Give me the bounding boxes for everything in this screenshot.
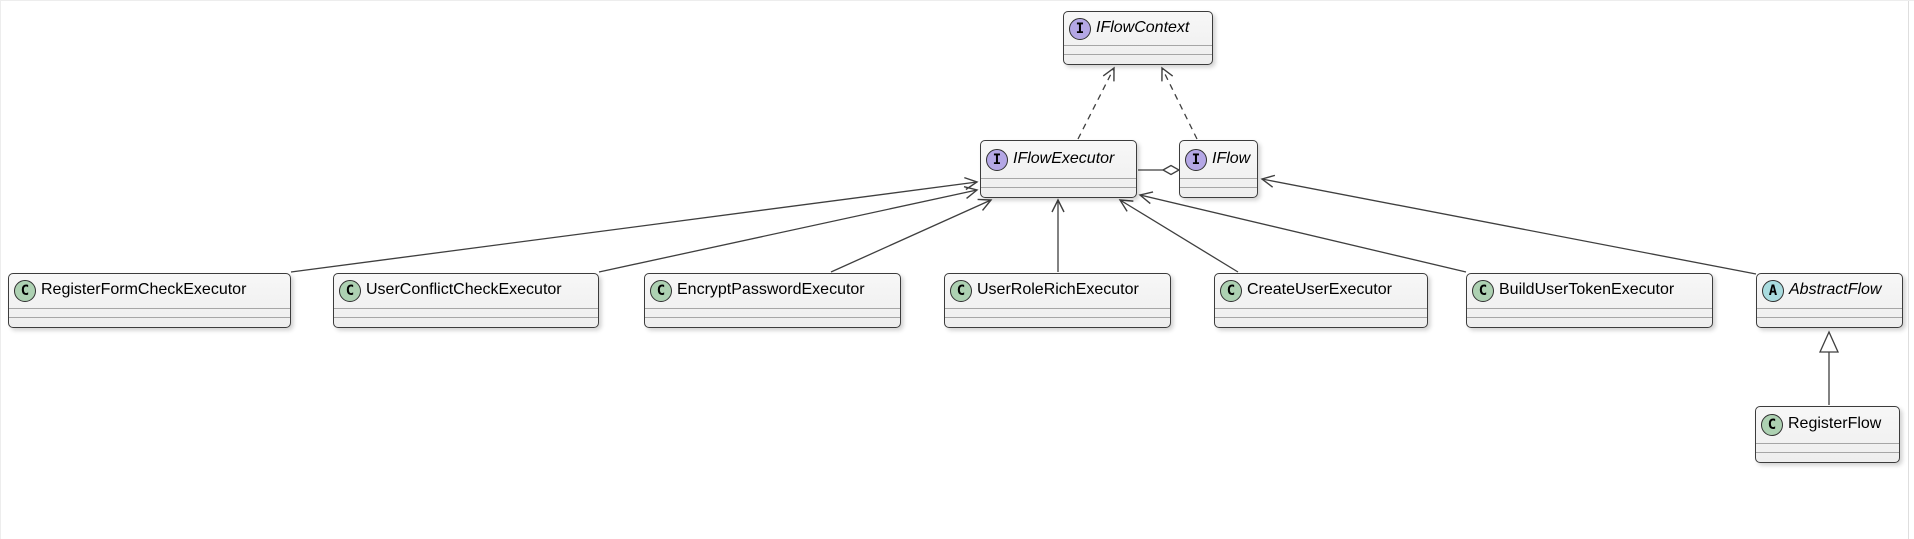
edge-iflow-to-iflowcontext xyxy=(1161,66,1198,140)
class-icon: C xyxy=(1761,414,1783,436)
edge-createuserexecutor-to-iflowexecutor xyxy=(1118,199,1239,273)
methods-compartment xyxy=(1064,54,1212,63)
fields-compartment xyxy=(1180,178,1257,187)
edge-userconflictcheckexecutor-to-iflowexecutor xyxy=(598,186,979,273)
fields-compartment xyxy=(1467,308,1712,317)
interface-icon: I xyxy=(986,148,1008,171)
abstract-icon: A xyxy=(1762,280,1784,302)
fields-compartment xyxy=(9,308,290,317)
node-title: EncryptPasswordExecutor xyxy=(677,281,865,298)
uml-node-iflowcontext: I IFlowContext xyxy=(1063,11,1213,65)
edge-registerformcheckexecutor-to-iflowexecutor xyxy=(290,176,979,273)
node-title: UserRoleRichExecutor xyxy=(977,281,1139,298)
methods-compartment xyxy=(645,317,900,326)
methods-compartment xyxy=(1467,317,1712,326)
fields-compartment xyxy=(1756,443,1899,452)
methods-compartment xyxy=(1180,187,1257,196)
diamond-head-aggregation xyxy=(1161,164,1181,176)
edge-abstractflow-to-iflow xyxy=(1260,174,1757,275)
fields-compartment xyxy=(981,178,1136,187)
node-title: RegisterFormCheckExecutor xyxy=(41,281,247,298)
node-header: C CreateUserExecutor xyxy=(1215,274,1427,308)
node-header: C RegisterFormCheckExecutor xyxy=(9,274,290,308)
edge-buildusertokenexecutor-to-iflowexecutor xyxy=(1138,191,1467,273)
edge-encryptpasswordexecutor-to-iflowexecutor xyxy=(830,198,993,273)
node-header: A AbstractFlow xyxy=(1757,274,1902,308)
uml-node-userconflictcheckexecutor: C UserConflictCheckExecutor xyxy=(333,273,599,328)
triangle-head-generalization xyxy=(1818,330,1840,353)
uml-node-encryptpasswordexecutor: C EncryptPasswordExecutor xyxy=(644,273,901,328)
interface-icon: I xyxy=(1069,17,1091,40)
methods-compartment xyxy=(9,317,290,326)
node-title: BuildUserTokenExecutor xyxy=(1499,281,1675,298)
node-header: C RegisterFlow xyxy=(1756,407,1899,443)
node-header: C BuildUserTokenExecutor xyxy=(1467,274,1712,308)
methods-compartment xyxy=(334,317,598,326)
methods-compartment xyxy=(1757,317,1902,326)
uml-node-abstractflow: A AbstractFlow xyxy=(1756,273,1903,328)
class-icon: C xyxy=(950,280,972,302)
node-title: UserConflictCheckExecutor xyxy=(366,281,562,298)
uml-node-registerformcheckexecutor: C RegisterFormCheckExecutor xyxy=(8,273,291,328)
class-icon: C xyxy=(14,280,36,302)
fields-compartment xyxy=(1757,308,1902,317)
uml-node-createuserexecutor: C CreateUserExecutor xyxy=(1214,273,1428,328)
node-title: AbstractFlow xyxy=(1789,281,1882,298)
edge-iflowexecutor-to-iflowcontext xyxy=(1077,66,1115,140)
node-title: RegisterFlow xyxy=(1788,415,1882,432)
node-header: I IFlowExecutor xyxy=(981,141,1136,178)
fields-compartment xyxy=(1064,45,1212,54)
fields-compartment xyxy=(945,308,1170,317)
methods-compartment xyxy=(945,317,1170,326)
right-edge-rule xyxy=(1908,1,1909,539)
methods-compartment xyxy=(1215,317,1427,326)
node-header: C EncryptPasswordExecutor xyxy=(645,274,900,308)
fields-compartment xyxy=(1215,308,1427,317)
class-icon: C xyxy=(1220,280,1242,302)
class-icon: C xyxy=(650,280,672,302)
methods-compartment xyxy=(1756,452,1899,461)
uml-node-userrolerichexecutor: C UserRoleRichExecutor xyxy=(944,273,1171,328)
interface-icon: I xyxy=(1185,148,1207,171)
node-title: IFlowExecutor xyxy=(1013,149,1115,167)
node-header: I IFlowContext xyxy=(1064,12,1212,45)
class-icon: C xyxy=(339,280,361,302)
class-icon: C xyxy=(1472,280,1494,302)
node-header: C UserRoleRichExecutor xyxy=(945,274,1170,308)
node-header: C UserConflictCheckExecutor xyxy=(334,274,598,308)
methods-compartment xyxy=(981,187,1136,196)
uml-node-iflowexecutor: I IFlowExecutor xyxy=(980,140,1137,198)
node-title: CreateUserExecutor xyxy=(1247,281,1392,298)
fields-compartment xyxy=(334,308,598,317)
node-title: IFlow xyxy=(1212,149,1251,167)
uml-node-registerflow: C RegisterFlow xyxy=(1755,406,1900,463)
fields-compartment xyxy=(645,308,900,317)
uml-node-buildusertokenexecutor: C BuildUserTokenExecutor xyxy=(1466,273,1713,328)
node-title: IFlowContext xyxy=(1096,18,1190,36)
uml-node-iflow: I IFlow xyxy=(1179,140,1258,198)
node-header: I IFlow xyxy=(1180,141,1257,178)
